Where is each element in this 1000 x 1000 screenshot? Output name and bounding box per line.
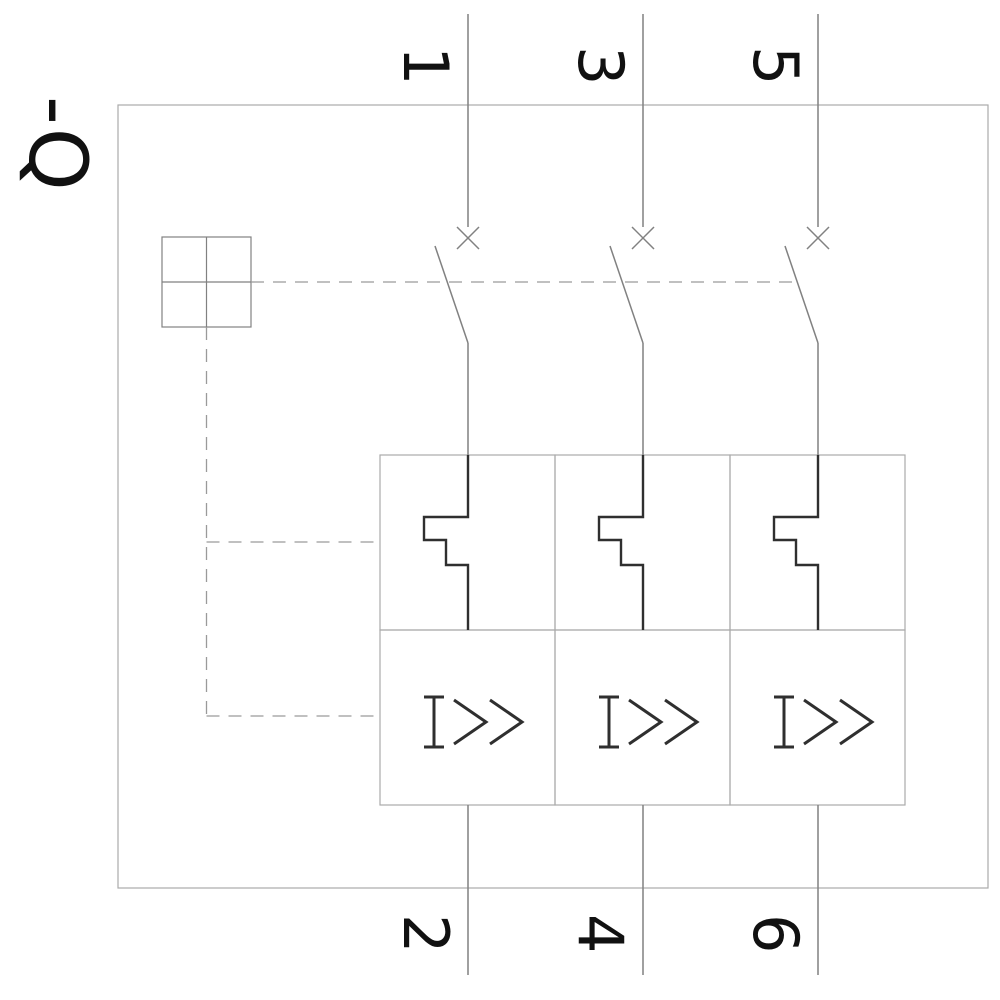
- terminal-label-top-3: 3: [564, 46, 637, 85]
- operating-mechanism-icon: [161, 236, 252, 328]
- thermal-overload-step-icon-2: [597, 455, 645, 630]
- pole-conductors: [434, 14, 830, 975]
- mechanical-linkage-dashed: [205, 281, 795, 717]
- thermal-overload-step-icon-1: [422, 455, 470, 630]
- magnetic-unit-box-2: [554, 629, 731, 806]
- pole-1-contact-cross-icon: [456, 226, 480, 250]
- device-tag-label: -Q: [11, 96, 104, 191]
- labels: -Q 1 3 5 2 4 6: [11, 46, 812, 953]
- terminal-label-bottom-2: 2: [389, 914, 462, 953]
- terminal-label-top-5: 5: [739, 46, 812, 85]
- thermal-overload-step-icon-3: [772, 455, 820, 630]
- enclosure-outlines: [117, 104, 989, 889]
- pole-2-switch-blade: [609, 245, 644, 344]
- pole-3-switch-blade: [784, 245, 819, 344]
- pole-2: [609, 14, 655, 975]
- magnetic-trip-i-gg-icon-2: [599, 695, 700, 749]
- pole-1: [434, 14, 480, 975]
- terminal-label-bottom-6: 6: [739, 914, 812, 953]
- terminal-label-top-1: 1: [389, 46, 462, 85]
- thermal-overload-symbols: [422, 455, 820, 630]
- magnetic-trip-i-gg-icon-3: [774, 695, 875, 749]
- device-outline-box: [117, 104, 989, 889]
- pole-1-switch-blade: [434, 245, 469, 344]
- magnetic-unit-box-3: [729, 629, 906, 806]
- magnetic-trip-i-gg-icon-1: [424, 695, 525, 749]
- pole-3: [784, 14, 830, 975]
- terminal-label-bottom-4: 4: [564, 914, 637, 953]
- magnetic-unit-box-1: [379, 629, 556, 806]
- magnetic-trip-symbols: [424, 695, 875, 749]
- pole-2-contact-cross-icon: [631, 226, 655, 250]
- pole-3-contact-cross-icon: [806, 226, 830, 250]
